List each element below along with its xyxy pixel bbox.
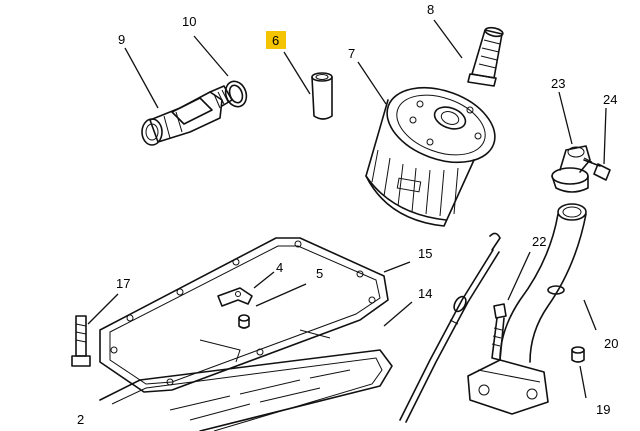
oil-pickup-pipe [467,203,587,415]
bolt-22 [491,303,507,361]
callout-19: 19 [596,402,610,417]
callout-20: 20 [604,336,618,351]
oil-filler-elbow [551,145,601,193]
callout-15: 15 [418,246,432,261]
callout-4: 4 [276,260,283,275]
callout-8: 8 [427,2,434,17]
oil-filter [365,86,496,227]
screw-5 [238,314,250,329]
leader-lines [87,19,607,399]
bushing-sleeve [311,72,333,120]
callout-5: 5 [316,266,323,281]
oil-pan [99,329,393,431]
callout-6-highlight [266,31,286,49]
oil-pan-gasket [99,237,389,393]
threaded-connector [467,26,504,87]
plug-19 [571,346,585,363]
callout-24: 24 [603,92,617,107]
callout-17: 17 [116,276,130,291]
callout-2: 2 [77,412,84,427]
callout-6: 6 [272,33,279,48]
bolt-24 [583,157,611,181]
sealing-ring [224,80,248,108]
bolt-17 [71,315,91,367]
bracket-4 [217,287,253,307]
callout-9: 9 [118,32,125,47]
callout-10: 10 [182,14,196,29]
callout-22: 22 [532,234,546,249]
callout-labels: 2 4 5 6 7 8 9 10 14 15 17 19 20 22 23 24 [77,2,618,427]
callout-14: 14 [418,286,432,301]
oil-pressure-switch [141,85,233,146]
callout-7: 7 [348,46,355,61]
dipstick [399,232,501,423]
callout-23: 23 [551,76,565,91]
